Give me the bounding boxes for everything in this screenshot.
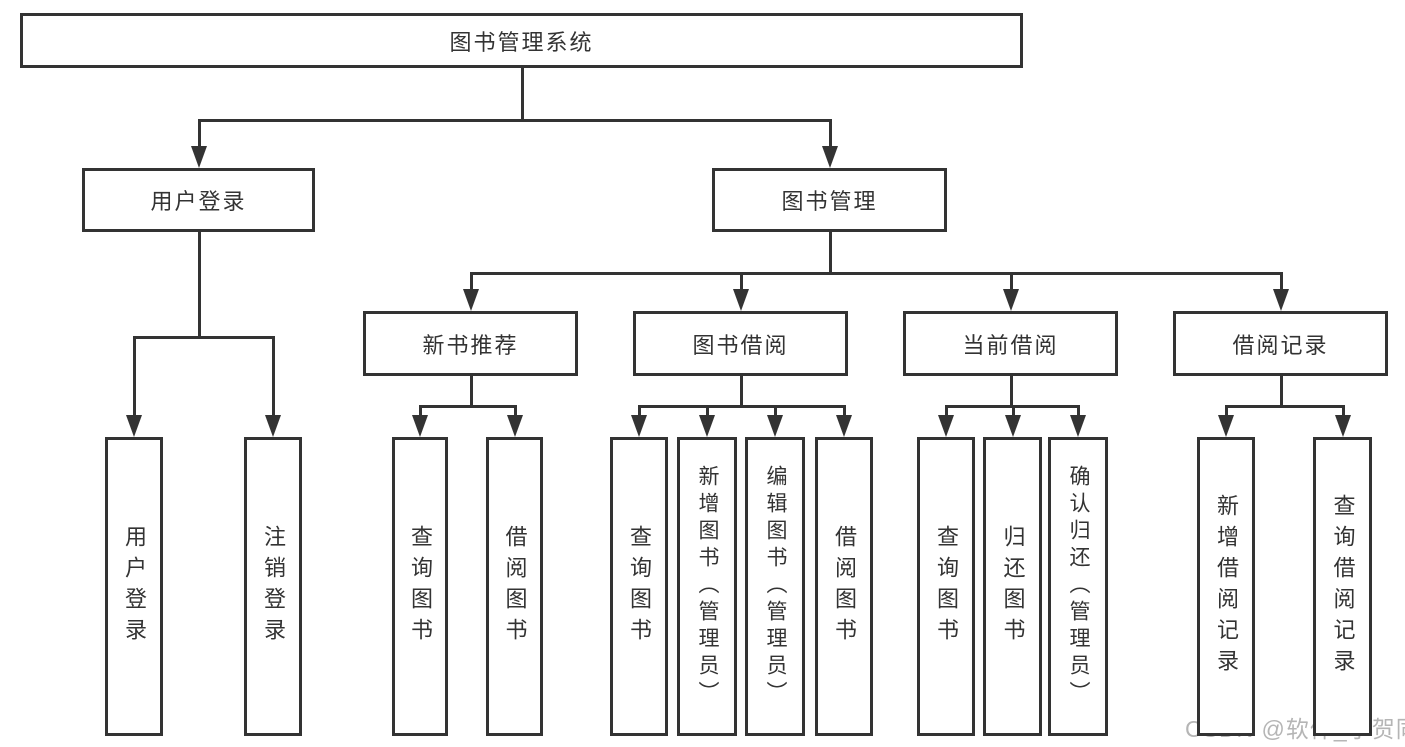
node-label: 注销登录 (261, 524, 286, 649)
arrowhead-down-icon (463, 289, 479, 311)
node-cb-return-books: 归还图书 (983, 437, 1042, 736)
node-label: 用户登录 (150, 189, 247, 214)
node-label: 查询图书 (408, 524, 433, 649)
node-label: 新书推荐 (422, 332, 519, 358)
arrowhead-down-icon (733, 289, 749, 311)
connector-stem (470, 376, 473, 408)
connector-stem (1280, 376, 1283, 408)
arrowhead-down-icon (1273, 289, 1289, 311)
connector-drop (774, 405, 777, 415)
connector-drop (638, 405, 641, 415)
arrowhead-down-icon (767, 415, 783, 437)
connector-drop (843, 405, 846, 415)
node-label: 归还图书 (1000, 524, 1026, 649)
node-bb-add-books: 新增图书（管理员） (677, 437, 737, 736)
arrowhead-down-icon (412, 415, 428, 437)
connector-drop (945, 405, 948, 415)
arrowhead-down-icon (1070, 415, 1086, 437)
node-book-borrow: 图书借阅 (633, 311, 848, 376)
node-bb-edit-books: 编辑图书（管理员） (745, 437, 805, 736)
arrowhead-down-icon (1335, 415, 1351, 437)
node-br-query-record: 查询借阅记录 (1313, 437, 1372, 736)
connector-drop (1280, 272, 1283, 289)
node-cb-confirm-return: 确认归还（管理员） (1048, 437, 1108, 736)
node-cb-query-books: 查询图书 (917, 437, 975, 736)
node-label: 新增借阅记录 (1214, 493, 1239, 680)
node-current-borrow: 当前借阅 (903, 311, 1118, 376)
node-br-add-record: 新增借阅记录 (1197, 437, 1255, 736)
node-logout-action: 注销登录 (244, 437, 302, 736)
node-label: 图书管理系统 (449, 29, 594, 55)
connector-stem (1010, 376, 1013, 408)
arrowhead-down-icon (191, 146, 207, 168)
node-user-login-action: 用户登录 (105, 437, 163, 736)
arrowhead-down-icon (507, 415, 523, 437)
connector-stem (829, 232, 832, 275)
connector-drop (133, 336, 136, 415)
arrowhead-down-icon (631, 415, 647, 437)
connector-rail (1225, 405, 1345, 408)
connector-rail (470, 272, 1283, 275)
arrowhead-down-icon (265, 415, 281, 437)
node-label: 借阅图书 (502, 524, 528, 649)
node-bb-borrow-books: 借阅图书 (815, 437, 873, 736)
node-label: 查询图书 (934, 524, 959, 649)
connector-drop (1077, 405, 1080, 415)
connector-drop (514, 405, 517, 415)
node-label: 确认归还（管理员） (1067, 465, 1090, 708)
arrowhead-down-icon (836, 415, 852, 437)
connector-drop (740, 272, 743, 289)
connector-drop (198, 119, 201, 146)
node-label: 当前借阅 (962, 332, 1059, 358)
node-bb-query-books: 查询图书 (610, 437, 668, 736)
connector-stem (740, 376, 743, 408)
arrowhead-down-icon (1003, 289, 1019, 311)
connector-drop (706, 405, 709, 415)
arrowhead-down-icon (822, 146, 838, 168)
node-label: 图书管理 (781, 189, 878, 214)
node-label: 编辑图书（管理员） (764, 465, 787, 708)
connector-drop (470, 272, 473, 289)
node-book-mgmt: 图书管理 (712, 168, 947, 232)
connector-rail (133, 336, 275, 339)
connector-drop (1010, 272, 1013, 289)
connector-rail (638, 405, 846, 408)
node-root: 图书管理系统 (20, 13, 1023, 68)
node-nbr-borrow-books: 借阅图书 (486, 437, 543, 736)
connector-drop (1012, 405, 1015, 415)
arrowhead-down-icon (1218, 415, 1234, 437)
arrowhead-down-icon (1005, 415, 1021, 437)
node-label: 借阅图书 (832, 524, 857, 649)
node-borrow-records: 借阅记录 (1173, 311, 1388, 376)
node-label: 图书借阅 (692, 332, 789, 358)
connector-rail (419, 405, 517, 408)
node-label: 用户登录 (122, 524, 147, 649)
node-user-login: 用户登录 (82, 168, 315, 232)
connector-drop (1342, 405, 1345, 415)
connector-stem (198, 232, 201, 339)
node-label: 借阅记录 (1232, 332, 1329, 358)
connector-drop (419, 405, 422, 415)
arrowhead-down-icon (126, 415, 142, 437)
connector-drop (1225, 405, 1228, 415)
connector-stem (521, 68, 524, 122)
connector-rail (198, 119, 832, 122)
arrowhead-down-icon (938, 415, 954, 437)
node-label: 查询借阅记录 (1330, 493, 1356, 680)
node-nbr-query-books: 查询图书 (392, 437, 448, 736)
connector-drop (829, 119, 832, 146)
node-label: 查询图书 (627, 524, 652, 649)
node-new-book-rec: 新书推荐 (363, 311, 578, 376)
node-label: 新增图书（管理员） (696, 465, 719, 708)
arrowhead-down-icon (699, 415, 715, 437)
connector-drop (272, 336, 275, 415)
